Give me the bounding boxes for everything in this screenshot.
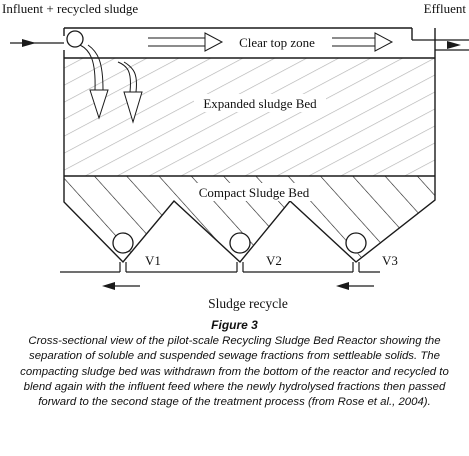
sludge-recycle-label: Sludge recycle — [208, 296, 288, 311]
figure-title: Figure 3 — [211, 318, 258, 332]
figure-caption-text: Cross-sectional view of the pilot-scale … — [20, 335, 449, 409]
expanded-sludge-bed-region — [64, 58, 435, 176]
valve-circle-v1 — [112, 232, 134, 254]
downflow-arrow-1 — [79, 44, 109, 120]
inlet-distributor-circle — [66, 30, 84, 48]
valve-label-v2: V2 — [266, 253, 282, 268]
effluent-arrow — [447, 41, 461, 49]
valve-circle-v2 — [229, 232, 251, 254]
valve-label-v1: V1 — [145, 253, 161, 268]
sludge-recycle-arrow-1 — [102, 282, 140, 290]
effluent-label: Effluent — [424, 1, 467, 16]
figure-caption: Figure 3 Cross-sectional view of the pil… — [0, 318, 469, 410]
valve-circle-v3 — [345, 232, 367, 254]
expanded-sludge-bed-label: Expanded sludge Bed — [203, 96, 317, 111]
effluent-weir-arrow — [332, 32, 394, 52]
reactor-outline — [63, 58, 436, 264]
influent-label: Influent + recycled sludge — [2, 1, 138, 16]
compact-sludge-bed-label: Compact Sludge Bed — [199, 185, 310, 200]
clear-zone-flow-arrow — [148, 32, 224, 52]
valve-label-v3: V3 — [382, 253, 398, 268]
downflow-arrow-2 — [117, 61, 143, 124]
clear-top-zone-label: Clear top zone — [239, 35, 315, 50]
influent-arrow — [22, 39, 36, 47]
withdrawal-pipes — [119, 262, 360, 272]
reactor-diagram: Influent + recycled sludge Effluent Clea… — [2, 1, 469, 311]
sludge-recycle-arrow-2 — [336, 282, 374, 290]
